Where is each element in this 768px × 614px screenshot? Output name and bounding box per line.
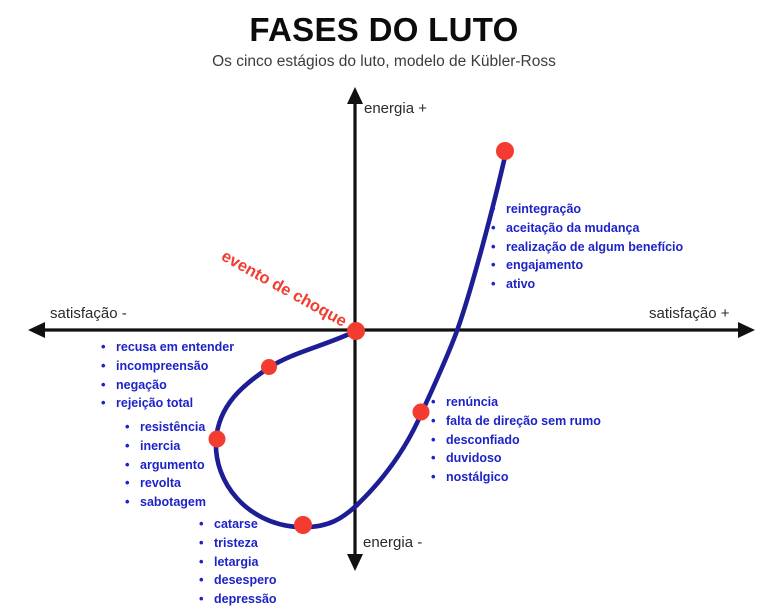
stage-list-item: negação <box>101 376 234 395</box>
stage-list-item: nostálgico <box>431 468 601 487</box>
resistance-stage-dot <box>208 430 226 448</box>
stage-list-item: falta de direção sem rumo <box>431 412 601 431</box>
stage-list-item: argumento <box>125 456 206 475</box>
stage-list-item: engajamento <box>491 256 683 275</box>
acceptance-stage-dot <box>496 142 514 160</box>
depression-stage-list: catarsetristezaletargiadesesperodepressã… <box>199 515 277 609</box>
stage-list-item: tristeza <box>199 534 277 553</box>
stage-list-item: letargia <box>199 553 277 572</box>
stage-list-item: desespero <box>199 571 277 590</box>
stage-list-item: incompreensão <box>101 357 234 376</box>
page-subtitle: Os cinco estágios do luto, modelo de Küb… <box>212 53 556 70</box>
denial-stage-dot <box>261 359 277 375</box>
y-axis-top-arrowhead-icon <box>347 87 363 104</box>
stage-list-item: revolta <box>125 474 206 493</box>
x-axis-negative-label: satisfação - <box>50 305 127 322</box>
stage-list-item: sabotagem <box>125 493 206 512</box>
stage-list-item: renúncia <box>431 393 601 412</box>
resistance-stage-list: resistênciainerciaargumentorevoltasabota… <box>125 418 206 512</box>
x-axis-positive-label: satisfação + <box>649 305 730 322</box>
acceptance-stage-list: reintegraçãoaceitação da mudançarealizaç… <box>491 200 683 294</box>
stage-list-item: recusa em entender <box>101 338 234 357</box>
stage-list-item: reintegração <box>491 200 683 219</box>
shock-event-dot <box>347 322 365 340</box>
x-axis-left-arrowhead-icon <box>28 322 45 338</box>
page-title: FASES DO LUTO <box>249 11 519 48</box>
grief-curve <box>213 149 509 530</box>
depression-stage-dot <box>294 516 312 534</box>
stage-list-item: depressão <box>199 590 277 609</box>
stage-list-item: realização de algum benefício <box>491 238 683 257</box>
stage-list-item: rejeição total <box>101 394 234 413</box>
y-axis-positive-label: energia + <box>364 100 427 117</box>
stage-list-item: catarse <box>199 515 277 534</box>
stage-list-item: desconfiado <box>431 431 601 450</box>
stage-list-item: duvidoso <box>431 449 601 468</box>
bargaining-stage-dot <box>412 403 430 421</box>
y-axis-bottom-arrowhead-icon <box>347 554 363 571</box>
stage-list-item: aceitação da mudança <box>491 219 683 238</box>
stage-list-item: resistência <box>125 418 206 437</box>
stage-list-item: inercia <box>125 437 206 456</box>
stage-list-item: ativo <box>491 275 683 294</box>
x-axis-right-arrowhead-icon <box>738 322 755 338</box>
bargaining-stage-list: renúnciafalta de direção sem rumodesconf… <box>431 393 601 487</box>
denial-stage-list: recusa em entenderincompreensãonegaçãore… <box>101 338 234 413</box>
y-axis-negative-label: energia - <box>363 534 423 551</box>
